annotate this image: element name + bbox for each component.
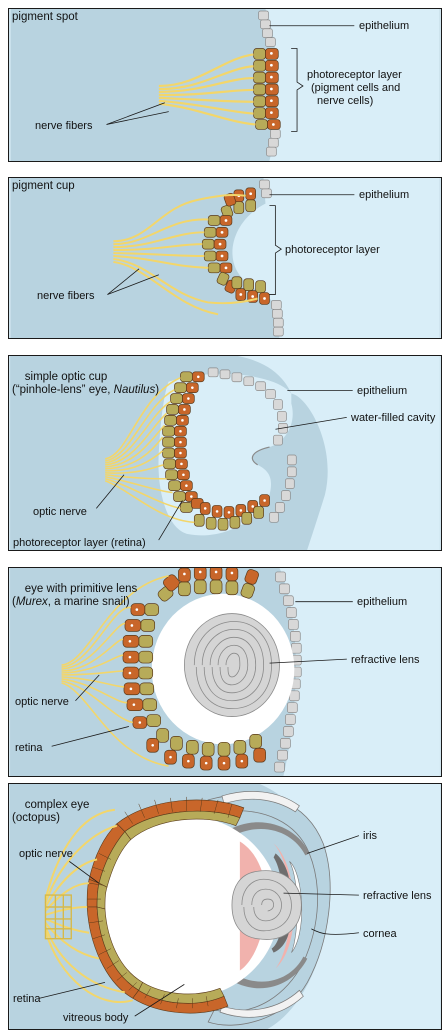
- panel-title: simple optic cup(“pinhole-lens” eye, Nau…: [12, 358, 159, 410]
- label-epithelium: epithelium: [359, 20, 409, 32]
- panel-title-line1: eye with primitive lens: [25, 583, 137, 595]
- pigment-cup-diagram: [9, 178, 441, 338]
- label-nerve-fibers: nerve fibers: [37, 290, 94, 302]
- photoreceptor-cells: [254, 48, 281, 129]
- panel-pigment-spot: pigment spot epithelium photoreceptor la…: [8, 8, 442, 162]
- label-epithelium: epithelium: [357, 596, 407, 608]
- label-refractive-lens: refractive lens: [363, 890, 431, 902]
- panel-title-line2: , a marine snail): [48, 596, 130, 608]
- panel-primitive-lens: eye with primitive lens(Murex, a marine …: [8, 567, 442, 777]
- label-iris: iris: [363, 830, 377, 842]
- label-photoreceptor-layer: photoreceptor layer: [307, 69, 402, 81]
- panel-title: pigment spot: [12, 11, 78, 24]
- panel-complex-eye: complex eye(octopus) optic nerve iris re…: [8, 783, 442, 1030]
- label-optic-nerve: optic nerve: [15, 696, 69, 708]
- label-optic-nerve: optic nerve: [19, 848, 73, 860]
- refractive-lens: [184, 614, 279, 717]
- label-refractive-lens: refractive lens: [351, 654, 419, 666]
- panel-title: eye with primitive lens(Murex, a marine …: [12, 570, 137, 622]
- label-retina: retina: [15, 742, 43, 754]
- panel-title-line2: (octopus): [12, 812, 60, 824]
- label-water-filled-cavity: water-filled cavity: [351, 412, 435, 424]
- label-photoreceptor-layer: photoreceptor layer: [285, 244, 380, 256]
- panel-title-line1: simple optic cup: [25, 371, 107, 383]
- label-photoreceptor-layer-retina: photoreceptor layer (retina): [13, 537, 146, 549]
- label-photoreceptor-layer-line2: (pigment cells and: [311, 82, 400, 94]
- label-retina: retina: [13, 993, 41, 1005]
- refractive-lens: [232, 871, 301, 940]
- panel-pigment-cup: pigment cup epithelium photoreceptor lay…: [8, 177, 442, 339]
- panel-title-line1: complex eye: [25, 799, 90, 811]
- panel-title-close: ): [155, 384, 159, 396]
- panel-simple-optic-cup: simple optic cup(“pinhole-lens” eye, Nau…: [8, 355, 442, 551]
- label-cornea: cornea: [363, 928, 397, 940]
- panel-title-species: Murex: [16, 596, 48, 608]
- label-optic-nerve: optic nerve: [33, 506, 87, 518]
- label-epithelium: epithelium: [357, 385, 407, 397]
- label-photoreceptor-layer-line3: nerve cells): [317, 95, 373, 107]
- label-nerve-fibers: nerve fibers: [35, 120, 92, 132]
- panel-title: complex eye(octopus): [12, 786, 89, 838]
- panel-title: pigment cup: [12, 180, 75, 193]
- label-vitreous-body: vitreous body: [63, 1012, 128, 1024]
- panel-title-line2: (“pinhole-lens” eye,: [12, 384, 114, 396]
- panel-title-species: Nautilus: [114, 384, 156, 396]
- label-epithelium: epithelium: [359, 189, 409, 201]
